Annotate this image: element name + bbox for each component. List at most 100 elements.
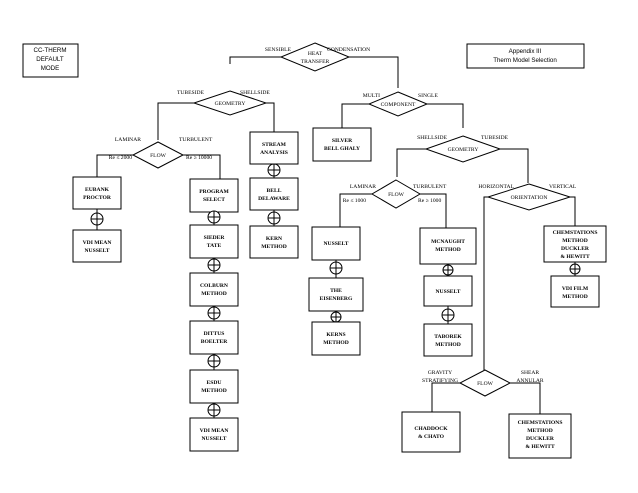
or-connector-icon bbox=[90, 212, 104, 226]
edge-labels: SENSIBLE CONDENSATION TUBESIDE SHELLSIDE… bbox=[109, 47, 577, 384]
edge-label-shear-annular: SHEAR bbox=[521, 370, 540, 376]
svg-text:& HEWITT: & HEWITT bbox=[560, 254, 590, 260]
method-vdi-mean-nusselt: VDI MEAN NUSSELT bbox=[72, 229, 122, 263]
or-connector-icon bbox=[569, 263, 581, 275]
svg-text:METHOD: METHOD bbox=[562, 238, 587, 244]
method-program-select: PROGRAM SELECT bbox=[189, 178, 239, 213]
edge-label-shellside: SHELLSIDE bbox=[240, 90, 270, 96]
decision-label: FLOW bbox=[388, 192, 405, 198]
svg-text:SELECT: SELECT bbox=[203, 197, 225, 203]
or-connector-icon bbox=[207, 258, 221, 272]
edge-label-laminar: LAMINAR bbox=[350, 184, 376, 190]
svg-text:VDI MEAN: VDI MEAN bbox=[83, 240, 112, 246]
decision-geometry-right: GEOMETRY bbox=[424, 135, 502, 163]
decision-label: COMPONENT bbox=[381, 102, 416, 108]
svg-text:CHEMSTATIONS: CHEMSTATIONS bbox=[518, 420, 563, 426]
edge-label-re-ge-1000: Re ≥ 1000 bbox=[418, 198, 441, 204]
svg-text:METHOD: METHOD bbox=[201, 291, 226, 297]
svg-text:NUSSELT: NUSSELT bbox=[202, 436, 227, 442]
edge-label-re-le-2000: Re ≤ 2000 bbox=[109, 155, 132, 161]
svg-text:PROGRAM: PROGRAM bbox=[199, 189, 229, 195]
method-colburn: COLBURN METHOD bbox=[189, 272, 239, 307]
svg-text:VDI MEAN: VDI MEAN bbox=[200, 428, 229, 434]
decision-flow-mid: FLOW bbox=[371, 179, 421, 209]
decision-component: COMPONENT bbox=[367, 91, 429, 117]
method-nusselt: NUSSELT bbox=[311, 226, 361, 261]
svg-text:DUCKLER: DUCKLER bbox=[526, 436, 555, 442]
appendix-title-line: Therm Model Selection bbox=[493, 57, 557, 64]
svg-text:THE: THE bbox=[330, 288, 342, 294]
decision-geometry-left: GEOMETRY bbox=[192, 90, 268, 116]
svg-text:KERN: KERN bbox=[266, 236, 282, 242]
svg-text:TABOREK: TABOREK bbox=[434, 334, 462, 340]
edge-label-tubeside: TUBESIDE bbox=[481, 135, 509, 141]
method-kern: KERN METHOD bbox=[249, 225, 299, 259]
edge-label-vertical: VERTICAL bbox=[549, 184, 577, 190]
edge-label-re-ge-10000: Re ≥ 10000 bbox=[186, 155, 212, 161]
decision-label: FLOW bbox=[477, 381, 494, 387]
decision-label: GEOMETRY bbox=[448, 147, 479, 153]
or-connector-icon bbox=[207, 354, 221, 368]
svg-text:NUSSELT: NUSSELT bbox=[324, 241, 349, 247]
svg-text:METHOD: METHOD bbox=[201, 388, 226, 394]
decision-label: TRANSFER bbox=[301, 59, 330, 65]
method-taborek: TABOREK METHOD bbox=[423, 323, 473, 357]
method-nusselt: NUSSELT bbox=[423, 275, 473, 307]
or-connectors bbox=[90, 163, 581, 417]
method-bell-delaware: BELL DELAWARE bbox=[249, 177, 299, 211]
svg-text:& HEWITT: & HEWITT bbox=[525, 444, 555, 450]
or-connector-icon bbox=[207, 210, 221, 224]
edge-label-laminar: LAMINAR bbox=[115, 137, 141, 143]
svg-text:CHADDOCK: CHADDOCK bbox=[414, 426, 448, 432]
edge-label-sensible: SENSIBLE bbox=[265, 47, 292, 53]
svg-text:BOELTER: BOELTER bbox=[201, 339, 228, 345]
method-the-eisenberg: THE EISENBERG bbox=[308, 277, 364, 312]
edge-label-turbulent: TURBULENT bbox=[413, 184, 447, 190]
svg-text:PROCTOR: PROCTOR bbox=[83, 195, 112, 201]
method-sieder-tate: SIEDER TATE bbox=[189, 224, 239, 259]
svg-text:DELAWARE: DELAWARE bbox=[258, 196, 290, 202]
svg-text:TATE: TATE bbox=[207, 243, 222, 249]
method-kerns: KERNS METHOD bbox=[311, 321, 361, 356]
edge-label-shear-annular: ANNULAR bbox=[516, 378, 544, 384]
method-chemstations-duckler-hewitt: CHEMSTATIONS METHOD DUCKLER & HEWITT bbox=[508, 413, 572, 459]
edge-label-re-le-1000: Re ≤ 1000 bbox=[343, 198, 366, 204]
default-mode-line: CC-THERM bbox=[34, 47, 67, 54]
edge-label-condensation: CONDENSATION bbox=[327, 47, 370, 53]
method-dittus-boelter: DITTUS BOELTER bbox=[189, 320, 239, 355]
svg-text:NUSSELT: NUSSELT bbox=[436, 289, 461, 295]
method-chaddock-chato: CHADDOCK & CHATO bbox=[401, 411, 461, 453]
svg-text:STREAM: STREAM bbox=[262, 142, 287, 148]
edge-label-horizontal: HORIZONTAL bbox=[478, 184, 514, 190]
svg-text:METHOD: METHOD bbox=[562, 294, 587, 300]
decision-label: GEOMETRY bbox=[215, 101, 246, 107]
method-mcnaught: MCNAUGHT METHOD bbox=[419, 227, 477, 265]
svg-text:BELL: BELL bbox=[267, 188, 282, 194]
decision-heat-transfer: HEAT TRANSFER bbox=[279, 42, 351, 72]
svg-text:DUCKLER: DUCKLER bbox=[561, 246, 590, 252]
default-mode-line: DEFAULT bbox=[36, 56, 64, 63]
svg-text:METHOD: METHOD bbox=[435, 342, 460, 348]
svg-text:COLBURN: COLBURN bbox=[200, 283, 228, 289]
or-connector-icon bbox=[267, 163, 281, 177]
svg-text:METHOD: METHOD bbox=[527, 428, 552, 434]
decision-label: ORIENTATION bbox=[511, 195, 548, 201]
svg-text:EUBANK: EUBANK bbox=[85, 187, 110, 193]
svg-text:EISENBERG: EISENBERG bbox=[320, 296, 353, 302]
or-connector-icon bbox=[329, 261, 343, 275]
svg-text:DITTUS: DITTUS bbox=[204, 331, 225, 337]
or-connector-icon bbox=[207, 403, 221, 417]
or-connector-icon bbox=[442, 264, 454, 276]
or-connector-icon bbox=[267, 211, 281, 225]
edge-label-gravity-stratifying: STRATIFYING bbox=[422, 378, 458, 384]
method-esdu: ESDU METHOD bbox=[189, 369, 239, 404]
appendix-title-line: Appendix III bbox=[509, 48, 542, 55]
svg-text:SILVER: SILVER bbox=[332, 138, 353, 144]
svg-text:ESDU: ESDU bbox=[207, 380, 222, 386]
appendix-title-box: Appendix III Therm Model Selection bbox=[466, 43, 585, 69]
decision-orientation: ORIENTATION bbox=[486, 183, 572, 211]
or-connector-icon bbox=[330, 311, 342, 323]
default-mode-box: CC-THERM DEFAULT MODE bbox=[22, 43, 79, 78]
edge-label-multi: MULTI bbox=[363, 93, 380, 99]
